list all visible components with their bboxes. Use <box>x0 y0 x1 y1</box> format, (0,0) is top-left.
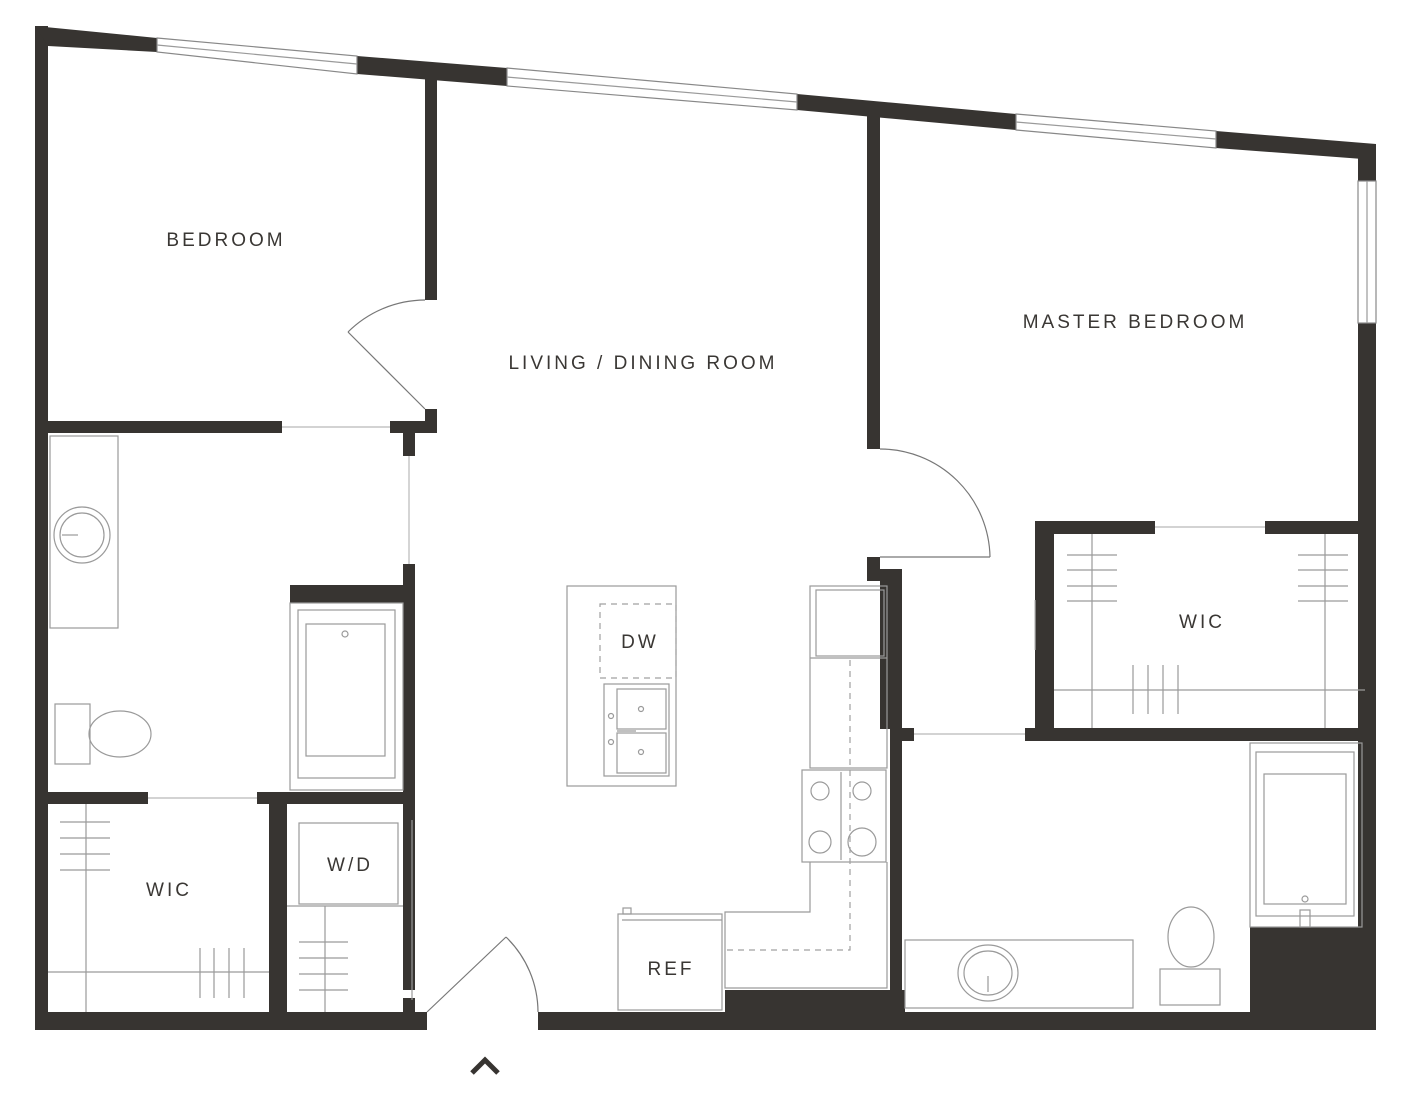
interior-walls <box>48 78 1365 1017</box>
room-label-master-bedroom: MASTER BEDROOM <box>1023 312 1248 333</box>
master-bathroom <box>904 742 1363 1009</box>
label-refrigerator: REF <box>648 959 695 980</box>
refrigerator-box <box>617 913 723 1011</box>
oven-box <box>815 589 885 657</box>
label-dishwasher: DW <box>621 632 659 653</box>
washer-dryer-box <box>298 822 399 905</box>
room-label-wic-left: WIC <box>146 880 192 901</box>
cooktop-icon <box>801 769 887 863</box>
vanity-counter <box>49 435 119 629</box>
kitchen <box>566 585 888 1011</box>
bathtub-icon <box>289 602 404 791</box>
master-sink-icon <box>957 944 1019 1002</box>
sink-icon <box>53 506 111 564</box>
doors <box>148 299 1265 1013</box>
master-toilet-icon <box>1167 906 1215 968</box>
master-vanity <box>904 939 1134 1009</box>
toilet-tank <box>54 703 91 765</box>
double-sink-icon <box>603 683 670 777</box>
room-label-bedroom: BEDROOM <box>166 230 285 251</box>
dishwasher-outline <box>599 603 677 679</box>
room-label-wic-master: WIC <box>1179 612 1225 633</box>
left-wic <box>48 804 269 1012</box>
left-bathroom <box>49 435 404 791</box>
kitchen-island <box>566 585 677 787</box>
master-bathtub-icon <box>1249 742 1363 928</box>
master-wic <box>1054 534 1365 728</box>
label-washer-dryer: W/D <box>327 855 373 876</box>
windows <box>156 37 1377 324</box>
room-label-living-dining: LIVING / DINING ROOM <box>508 353 777 374</box>
laundry <box>287 820 413 1012</box>
chevron-up-icon <box>470 1056 500 1075</box>
exterior-walls <box>35 26 1376 1030</box>
toilet-icon <box>88 710 152 758</box>
